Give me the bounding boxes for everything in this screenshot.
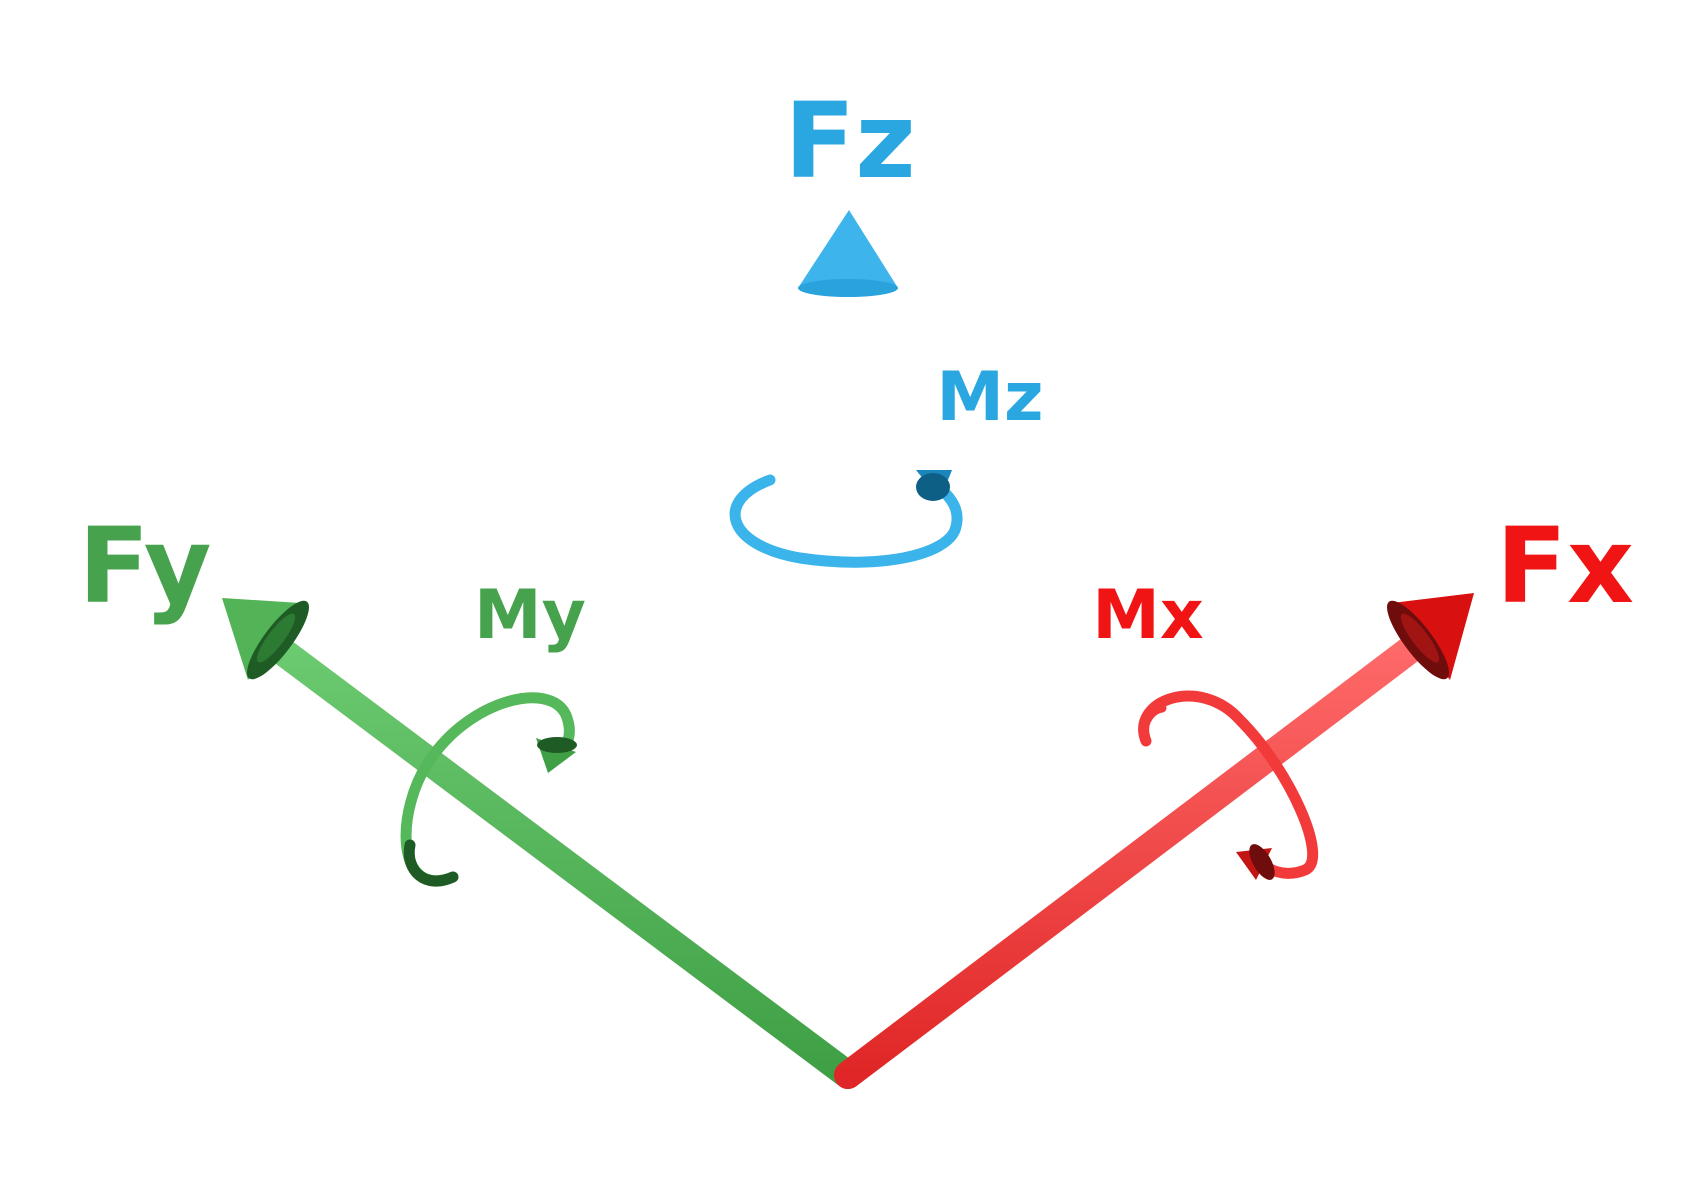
- fz-label: Fz: [784, 80, 916, 202]
- mx-rotation-arrow: [1138, 690, 1319, 880]
- fy-shaft: [256, 628, 862, 1089]
- mx-label: Mx: [1092, 576, 1204, 655]
- my-arrowhead: [536, 737, 577, 773]
- mz-arrowhead: [916, 470, 952, 501]
- mz-rotation-arrow: [729, 470, 963, 568]
- fy-label: Fy: [78, 505, 211, 627]
- fy-axis: [222, 598, 862, 1089]
- fx-arrowhead: [1387, 593, 1474, 680]
- mx-arrowhead: [1236, 844, 1275, 880]
- fy-arrowhead: [222, 598, 309, 680]
- fx-label: Fx: [1496, 505, 1634, 627]
- mz-label: Mz: [936, 358, 1043, 437]
- my-label: My: [474, 576, 586, 655]
- fz-axis: [798, 210, 898, 1093]
- fx-shaft: [834, 628, 1434, 1089]
- fz-arrowhead: [798, 210, 898, 297]
- fx-axis: [834, 593, 1474, 1089]
- my-rotation-arrow: [400, 692, 577, 887]
